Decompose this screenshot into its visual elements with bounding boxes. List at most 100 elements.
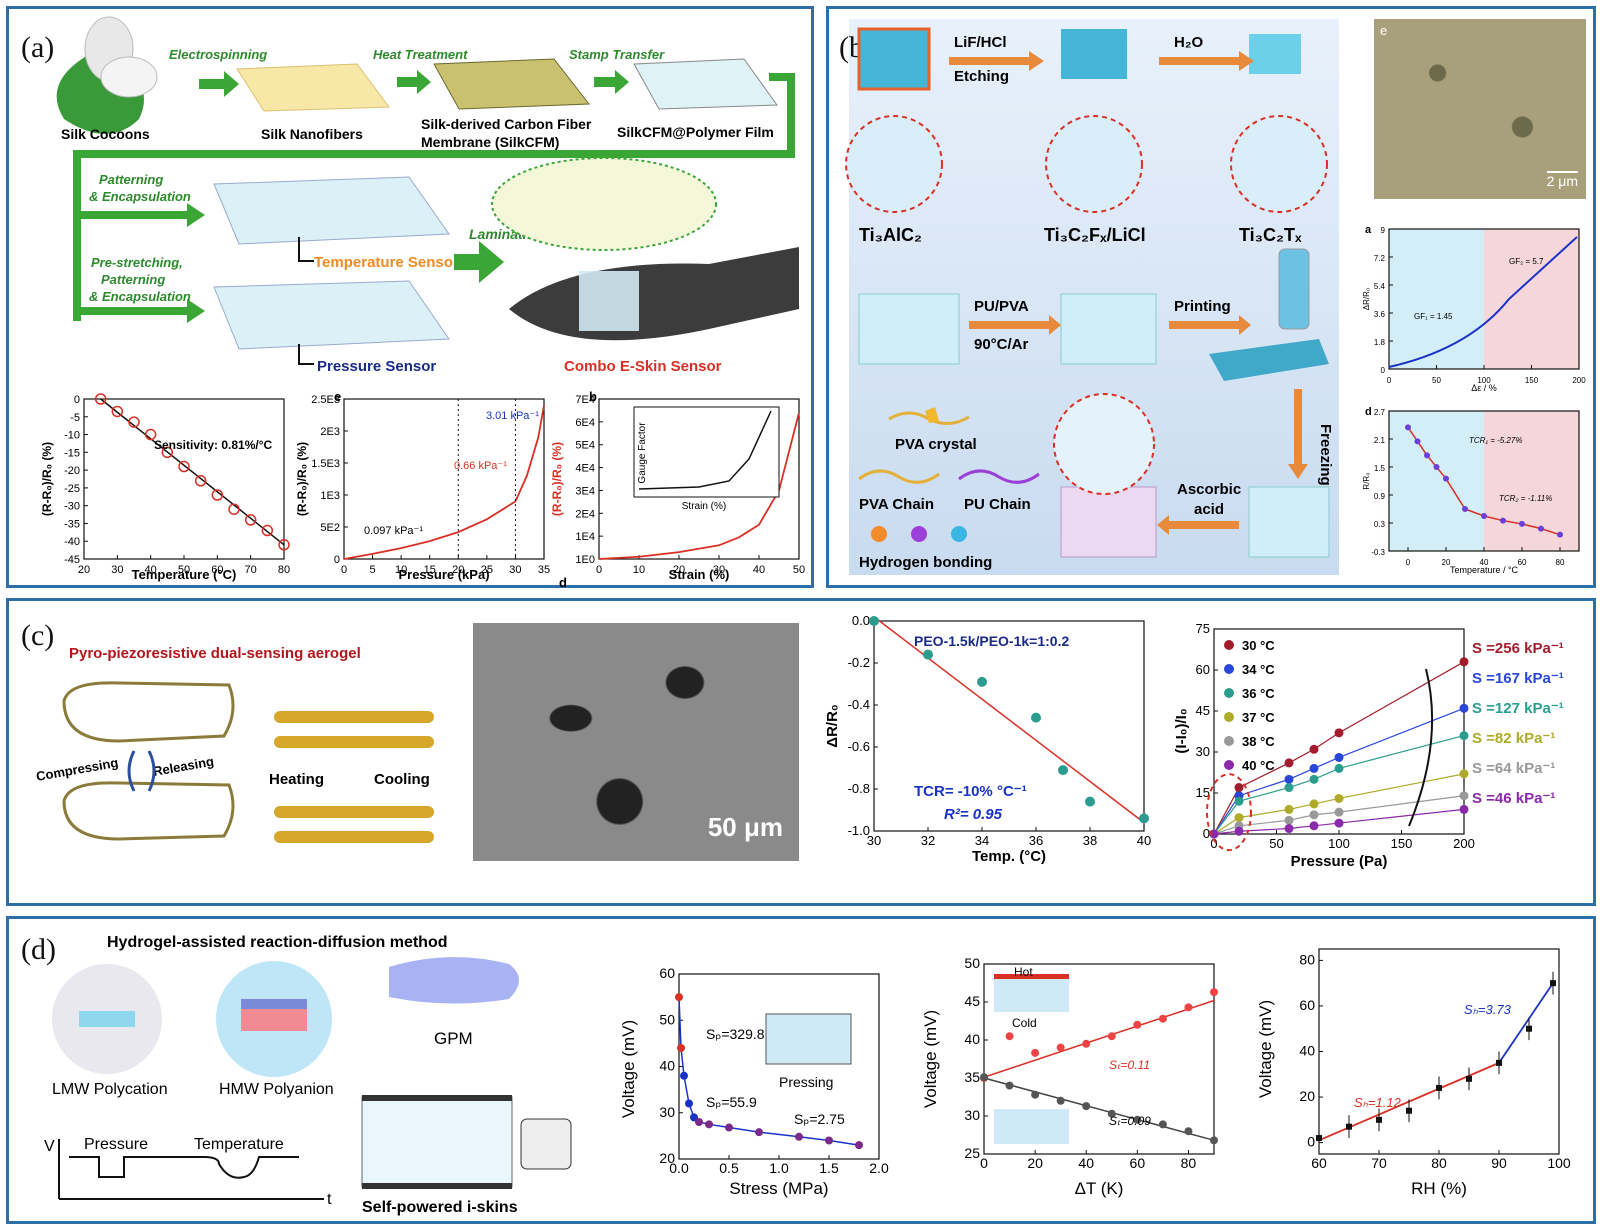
- hot-label: Hot: [1014, 965, 1033, 979]
- y-tick-label: 40: [659, 1058, 675, 1074]
- x-tick-label: 30: [713, 564, 725, 576]
- sensitivity-label: S =167 kPa⁻¹: [1472, 670, 1564, 687]
- x-tick-label: 80: [1556, 558, 1565, 567]
- y-tick-label: 7E4: [575, 394, 595, 406]
- y-tick-label: 50: [964, 955, 980, 971]
- y-tick-label: 0: [74, 394, 80, 406]
- y-tick-label: 1E0: [575, 554, 595, 566]
- label-hmw: HMW Polyanion: [219, 1081, 334, 1098]
- device-icon: [765, 1013, 852, 1065]
- x-tick-label: 0: [980, 1155, 988, 1171]
- x-tick-label: 100: [1477, 376, 1491, 385]
- silk-nanofibers-image: [236, 63, 390, 112]
- y-axis-label: (R-R₀)/R₀ (%): [295, 442, 309, 516]
- step-carbon-fiber-2: Membrane (SilkCFM): [421, 134, 559, 150]
- label-ti3c2tx: Ti₃C₂Tₓ: [1239, 225, 1302, 245]
- sem-b-letter: e: [1380, 23, 1388, 38]
- y-tick-label: -35: [64, 518, 80, 530]
- sp-1: Sₚ=329.8: [706, 1026, 765, 1042]
- data-point: [1334, 763, 1344, 773]
- data-point: [1284, 804, 1294, 814]
- data-point: [1210, 988, 1218, 997]
- data-point: [1334, 728, 1344, 738]
- sp-3: Sₚ=2.75: [794, 1111, 845, 1127]
- hydrogel-title: Hydrogel-assisted reaction-diffusion met…: [107, 934, 447, 951]
- x-tick-label: 60: [211, 564, 223, 576]
- x-axis-label: RH (%): [1411, 1179, 1467, 1198]
- lamination-zoom-ellipse: [491, 157, 717, 251]
- x-tick-label: 50: [1269, 836, 1283, 851]
- branch2-line1: Pre-stretching,: [91, 255, 183, 270]
- data-point: [1424, 452, 1430, 459]
- data-point: [1133, 1115, 1142, 1124]
- y-tick-label: 0: [334, 554, 340, 566]
- label-gpm: GPM: [434, 1029, 473, 1048]
- x-tick-label: 0: [1406, 558, 1411, 567]
- hot-plate: [994, 974, 1069, 979]
- y-tick-label: -5: [70, 412, 80, 424]
- plot-frame: [83, 398, 285, 560]
- panel-d-schematic: Hydrogel-assisted reaction-diffusion met…: [44, 934, 572, 1216]
- legend-label: 38 °C: [1242, 734, 1275, 749]
- y-tick-label: 0: [1381, 366, 1386, 375]
- cold-device: [994, 1109, 1069, 1144]
- y-tick-label: 7.2: [1374, 254, 1386, 263]
- y-tick-label: -0.6: [848, 739, 870, 754]
- data-point: [1031, 1090, 1040, 1099]
- data-point: [1459, 731, 1469, 741]
- x-tick-label: 0: [1210, 836, 1217, 851]
- sem-b-scale: 2 μm: [1546, 171, 1578, 189]
- data-point: [1459, 703, 1469, 713]
- y-tick-label: 30: [1196, 744, 1210, 759]
- x-tick-label: 5: [370, 564, 376, 576]
- label-pressure-signal: Pressure: [84, 1136, 148, 1153]
- plot-frame: [983, 963, 1215, 1155]
- legend-marker: [1224, 712, 1234, 722]
- chart-legend: PEO-1.5k/PEO-1k=1:0.2: [914, 633, 1069, 649]
- y-tick-label: 1E4: [575, 531, 595, 543]
- legend-marker: [1224, 736, 1234, 746]
- data-point: [1107, 1109, 1116, 1118]
- x-tick-label: 20: [78, 564, 90, 576]
- chain-stack-top: [274, 711, 434, 723]
- data-point: [1210, 1136, 1218, 1145]
- data-point: [1414, 438, 1421, 445]
- x-tick-label: 20: [1027, 1155, 1043, 1171]
- data-point: [795, 1132, 803, 1141]
- label-lif-hcl: LiF/HCl: [954, 34, 1007, 51]
- i-skin-device: [361, 1096, 513, 1188]
- data-point: [144, 428, 157, 441]
- x-tick-label: 70: [245, 564, 257, 576]
- sp-2: Sₚ=55.9: [706, 1094, 757, 1110]
- data-point: [677, 1044, 685, 1052]
- plot-frame: [1318, 948, 1560, 1155]
- y-tick-label: 40: [1299, 1043, 1315, 1059]
- y-tick-label: 2.7: [1374, 408, 1386, 417]
- y-tick-label: 60: [1299, 997, 1315, 1013]
- x-tick-label: 25: [481, 564, 493, 576]
- x-tick-label: 100: [1547, 1155, 1571, 1171]
- data-point: [1082, 1102, 1091, 1111]
- y-axis-label: Voltage (mV): [921, 1010, 940, 1108]
- x-tick-label: 50: [793, 564, 805, 576]
- data-point: [1031, 1048, 1040, 1057]
- legend-hydrogen-bonding: Hydrogen bonding: [859, 554, 992, 571]
- y-tick-label: -30: [64, 501, 80, 513]
- x-tick-label: 1.0: [769, 1160, 789, 1176]
- x-tick-label: 0: [341, 564, 347, 576]
- y-tick-label: -0.2: [848, 655, 870, 670]
- data-point: [161, 446, 174, 459]
- data-point: [1082, 1039, 1091, 1048]
- data-point: [705, 1120, 713, 1129]
- y-tick-label: 75: [1196, 621, 1210, 636]
- label-heating: Heating: [269, 771, 324, 788]
- data-point: [1405, 424, 1411, 431]
- data-point: [1557, 531, 1563, 538]
- plot-frame: [678, 973, 880, 1160]
- label-ti3c2fx: Ti₃C₂Fₓ/LiCl: [1044, 225, 1146, 245]
- legend-label: 37 °C: [1242, 710, 1275, 725]
- y-tick-label: 60: [1196, 662, 1210, 677]
- label-ti3alc2: Ti₃AlC₂: [859, 225, 922, 245]
